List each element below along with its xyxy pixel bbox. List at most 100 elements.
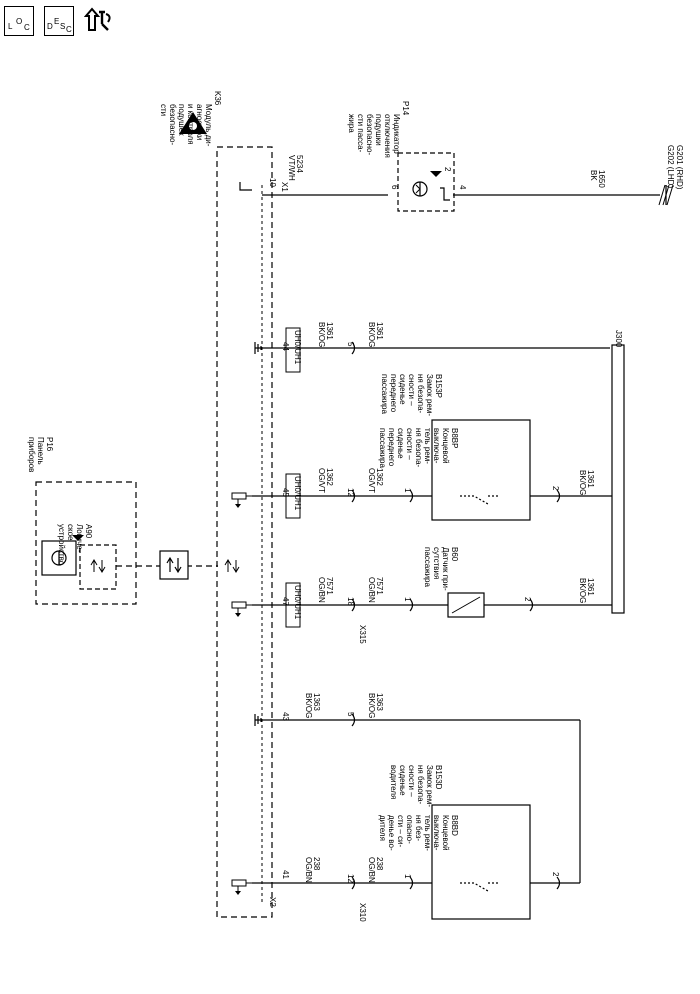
pin-b60-2: 2	[523, 597, 532, 602]
k36-line-5: безопасно-	[168, 104, 177, 145]
wire-1363-num-a: 1363	[312, 693, 321, 711]
uh-label-47: UH0/UH1	[293, 585, 302, 620]
b153d-line-5: водителя	[389, 765, 398, 799]
b60-pin1-connector	[409, 598, 414, 612]
b153d-line-2: ня безопа-	[416, 765, 425, 805]
ground-g202-label: G202 (LHD)	[666, 145, 675, 188]
b60-label: B60 Датчик при- сутствия пассажира	[423, 547, 459, 591]
k36-line-3: и контроля	[186, 104, 195, 145]
wire-1361-num-b: 1361	[375, 322, 384, 340]
wire-5234-num: 5234	[295, 155, 304, 173]
p14-indicator-box	[397, 152, 455, 212]
desc-main-letter: D	[47, 22, 53, 31]
wire-1363-num-b: 1363	[375, 693, 384, 711]
b153p-line-4: сиденье	[398, 374, 407, 405]
b8bd-line-8: дителя	[378, 815, 387, 841]
a90-line-2: ское	[66, 524, 75, 541]
wire-238-num-a: 238	[312, 857, 321, 871]
ground-g201-symbol	[658, 184, 674, 206]
p14-line-4: безопасно-	[365, 114, 374, 155]
p16-line-2: приборов	[27, 437, 36, 472]
b8bp-line-4: ня безопа-	[414, 428, 423, 468]
desc-sub-letter-1: E	[54, 17, 60, 26]
pin-x-12b: 12	[346, 874, 355, 883]
b8bp-line-2: выключа-	[432, 428, 441, 464]
b153p-line-5: переднего	[389, 374, 398, 413]
k36-line-4: подушек	[177, 104, 186, 136]
description-button[interactable]: D E S C	[44, 6, 74, 36]
b153d-label: B153D Замок рем- ня безопа- сности – сид…	[389, 765, 443, 807]
wire-7571-color-b: OG/BN	[367, 577, 376, 603]
b8bd-label: B8BD Концевой выключа- тель рем- ня без-…	[378, 815, 459, 851]
a90-logic-box	[79, 544, 117, 590]
p16-lamp-box	[41, 540, 77, 576]
b8bp-line-7: переднего	[387, 428, 396, 467]
j300-splice-bar	[611, 344, 625, 614]
uh-box-44	[285, 327, 301, 373]
diagnostic-tool-button[interactable]	[83, 6, 114, 36]
ground-g201-label: G201 (RHD)	[675, 145, 684, 190]
b8bd-line-3: тель рем-	[423, 815, 432, 851]
p14-line-6: жира	[347, 114, 356, 133]
wire-1361-color-a: BK/OG	[317, 322, 326, 347]
a90-label: A90 Логиче- ское устройство	[57, 524, 93, 566]
wire-238-color-b: OG/BN	[367, 857, 376, 883]
x1-switch-symbol	[239, 182, 252, 191]
connector-x315: X315	[358, 625, 367, 644]
location-button[interactable]: L O C	[4, 6, 34, 36]
b153p-line-3: сности –	[407, 374, 416, 406]
loc-main-letter: L	[8, 22, 13, 31]
wire-1362-num-a: 1362	[325, 468, 334, 486]
inline-connector-18	[351, 598, 356, 612]
wire-1362-num-b: 1362	[375, 468, 384, 486]
wire-1361-color-d: BK/OG	[578, 578, 587, 603]
b153p-line-2: ня безопа-	[416, 374, 425, 414]
uh-label-44: UH0/UH1	[293, 330, 302, 365]
b8bd-line-4: ня без-	[414, 815, 423, 841]
wire-1363-color-a: BK/OG	[304, 693, 313, 718]
b153d-line-4: сиденье	[398, 765, 407, 796]
pin-p14-6: 6	[390, 185, 399, 190]
b8bp-label: B8BP Концевой выключа- тель рем- ня безо…	[378, 428, 459, 469]
pin-x-5b: 5	[346, 712, 355, 717]
toolbar: L O C D E S C	[4, 4, 114, 38]
pin-k36-10: 10	[268, 178, 277, 187]
pin-45-symbol	[231, 492, 253, 509]
b153p-buckle-box	[431, 419, 531, 521]
pin-b60-1: 1	[403, 597, 412, 602]
b60-line-2: сутствия	[432, 547, 441, 579]
b153d-line-1: Замок рем-	[425, 765, 434, 807]
serial-data-gateway-icon	[166, 556, 182, 574]
k36-line-1: Модуль ди-	[204, 104, 213, 147]
p16-instrument-panel-box	[35, 481, 137, 605]
wire-7571-num-b: 7571	[375, 577, 384, 595]
b153p-line-1: Замок рем-	[425, 374, 434, 416]
b8bd-line-5: опасно-	[405, 815, 414, 844]
b153p-line-6: пассажира	[380, 374, 389, 415]
b8bp-line-5: сности –	[405, 428, 414, 460]
pin-41-symbol	[231, 879, 253, 896]
connector-x1: X1	[280, 182, 289, 192]
a90-line-1: Логиче-	[75, 524, 84, 553]
p16-label: P16 Панель приборов	[27, 437, 54, 472]
pin-k36-47: 47	[281, 597, 290, 606]
wire-7571-color-a: OG/BN	[317, 577, 326, 603]
b8bd-line-6: сти – си-	[396, 815, 405, 847]
pin-x-18: 18	[346, 597, 355, 606]
pin-p14-2: 2	[443, 167, 452, 172]
p14-switch-symbol	[440, 187, 450, 201]
inline-connector-5b	[351, 713, 356, 727]
b8bp-pin2-connector	[556, 489, 561, 503]
b153d-ref: B153D	[434, 765, 443, 790]
wire-1361-num-a: 1361	[325, 322, 334, 340]
p14-line-1: Индикатор	[392, 114, 401, 154]
wire-1363-color-b: BK/OG	[367, 693, 376, 718]
wire-1362-color-a: OG/VT	[317, 468, 326, 493]
airbag-module-icon	[179, 112, 207, 134]
b8bp-switch-symbol	[460, 495, 498, 505]
p16-line-1: Панель	[36, 437, 45, 465]
p14-line-3: подушки	[374, 114, 383, 146]
b8bd-pin1-connector	[409, 876, 414, 890]
b153d-line-3: сности –	[407, 765, 416, 797]
